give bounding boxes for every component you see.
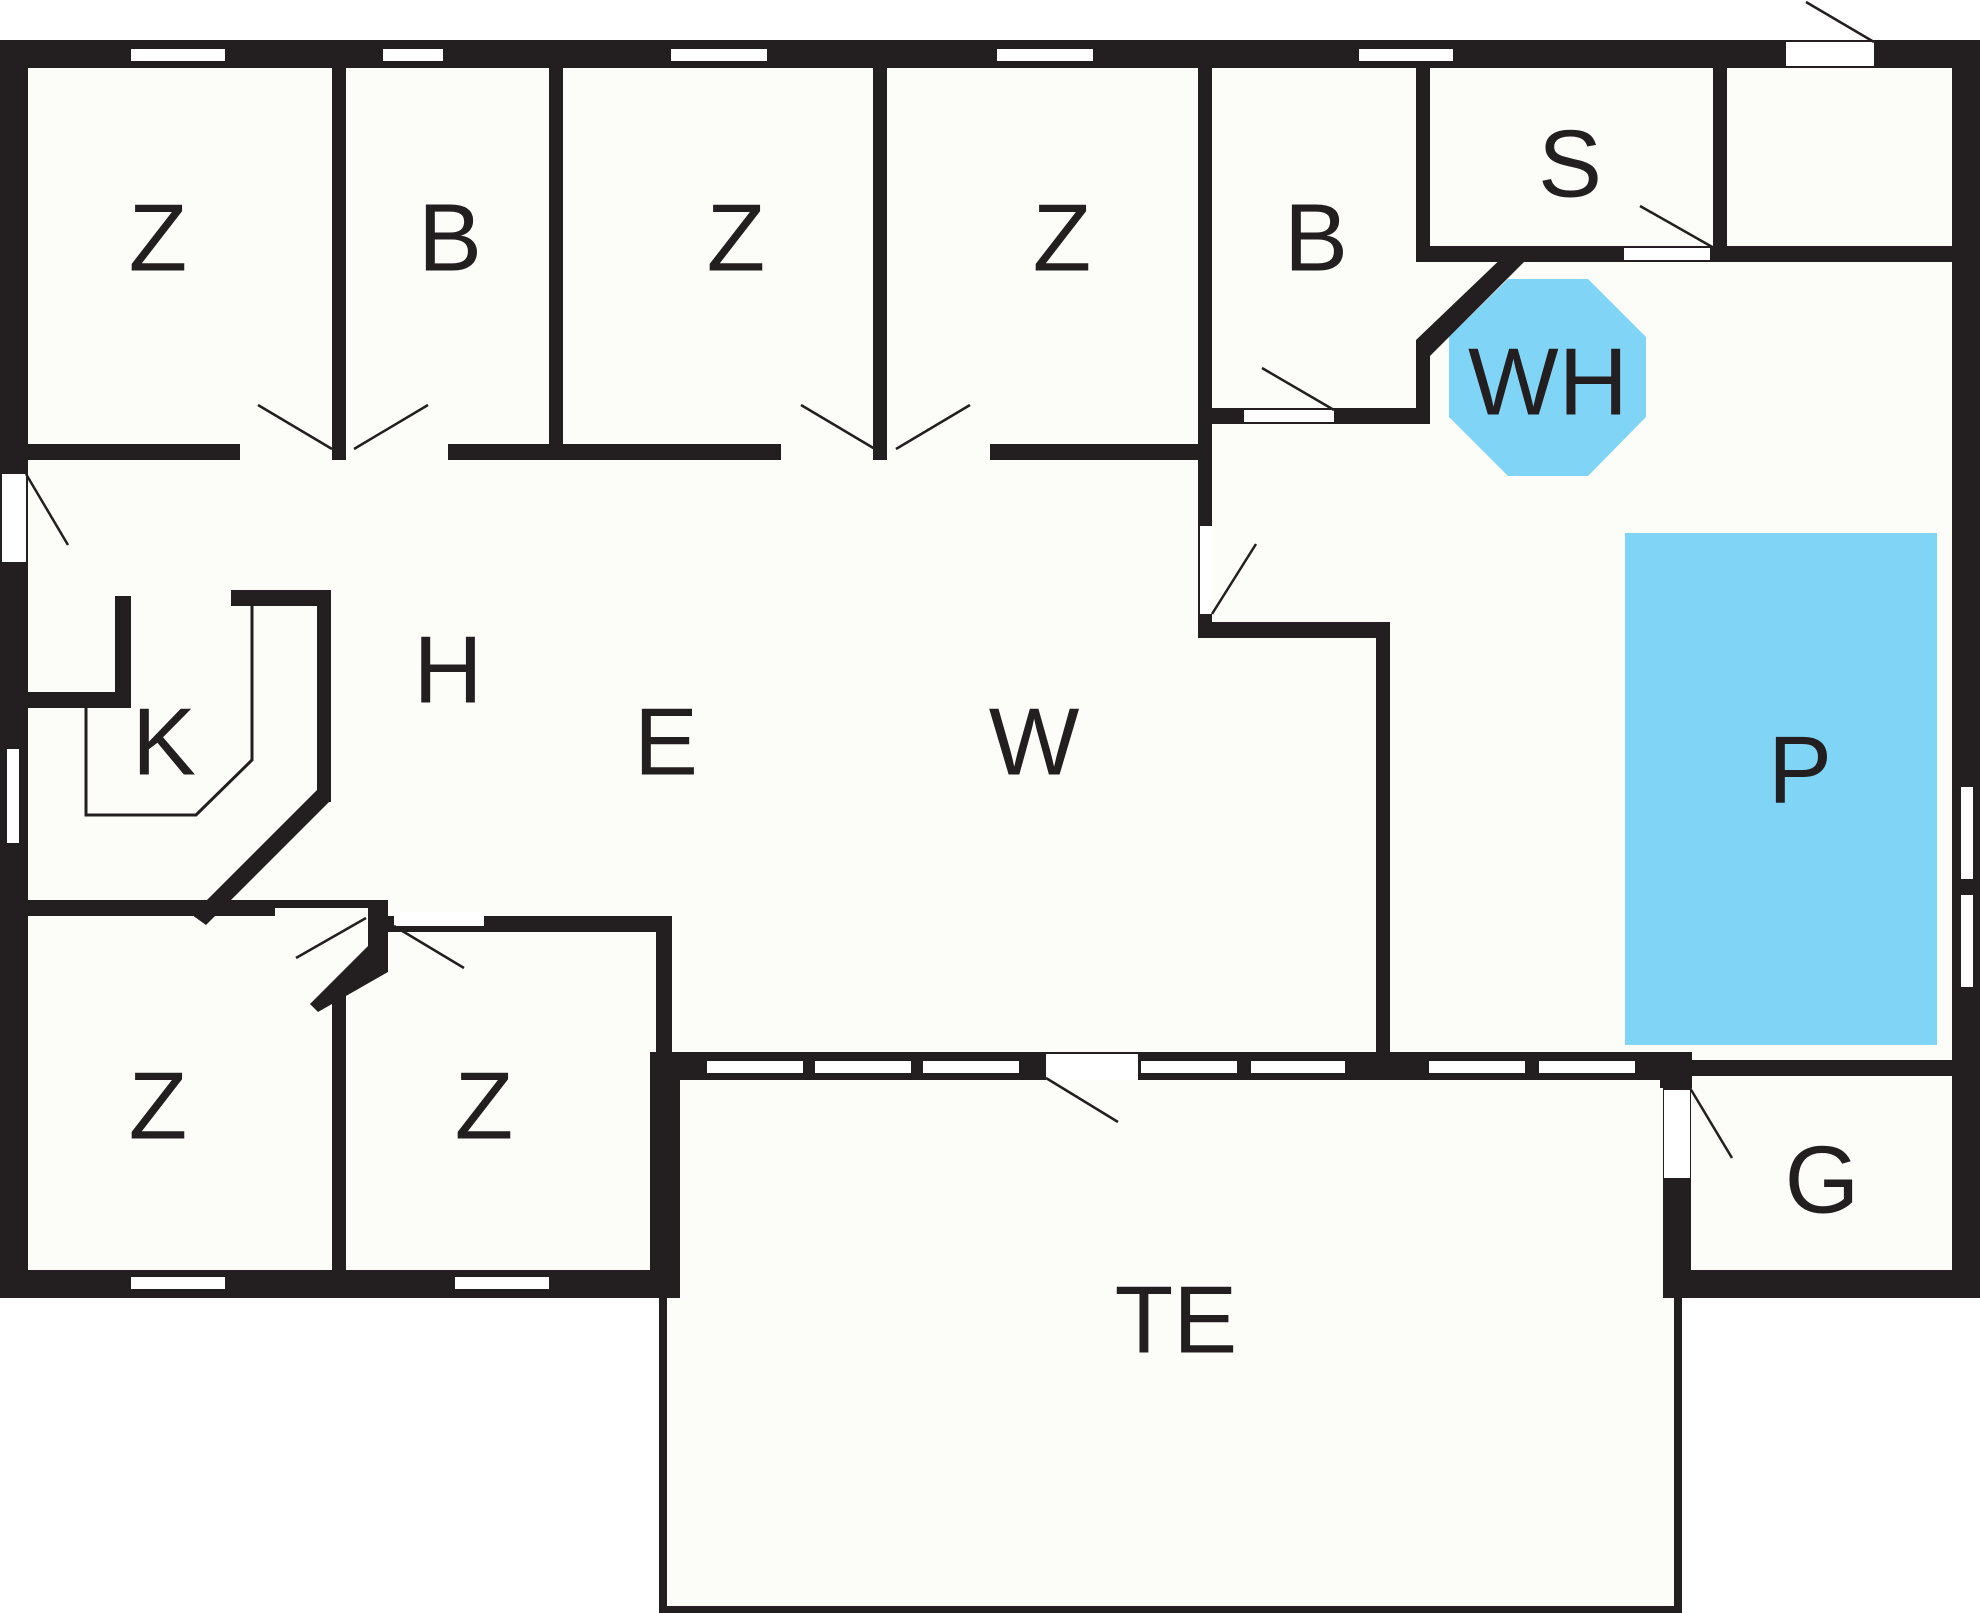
room-label-z5: Z: [455, 1053, 514, 1160]
room-label-wh: WH: [1468, 329, 1628, 436]
room-label-z4: Z: [129, 1053, 188, 1160]
room-labels: Z B Z Z B S WH H K E W P Z Z G TE: [129, 111, 1860, 1374]
room-label-z3: Z: [1033, 185, 1092, 292]
pool-fixture: [1625, 533, 1937, 1045]
windows: [5, 47, 1975, 1291]
room-label-te: TE: [1115, 1267, 1238, 1374]
room-label-h: H: [413, 617, 482, 724]
terrace-outline: [659, 1290, 1682, 1613]
room-label-b1: B: [418, 185, 482, 292]
whirlpool-fixture: [1449, 279, 1646, 476]
room-label-z1: Z: [129, 185, 188, 292]
kitchen-counter: [84, 604, 254, 817]
room-label-z2: Z: [707, 185, 766, 292]
room-label-p: P: [1768, 717, 1832, 824]
room-label-k: K: [132, 689, 196, 796]
doors: [2, 0, 1875, 1178]
room-label-b2: B: [1284, 185, 1348, 292]
room-label-e: E: [634, 689, 698, 796]
room-label-w: W: [989, 689, 1080, 796]
room-label-g: G: [1785, 1127, 1860, 1234]
room-label-s: S: [1538, 111, 1602, 218]
